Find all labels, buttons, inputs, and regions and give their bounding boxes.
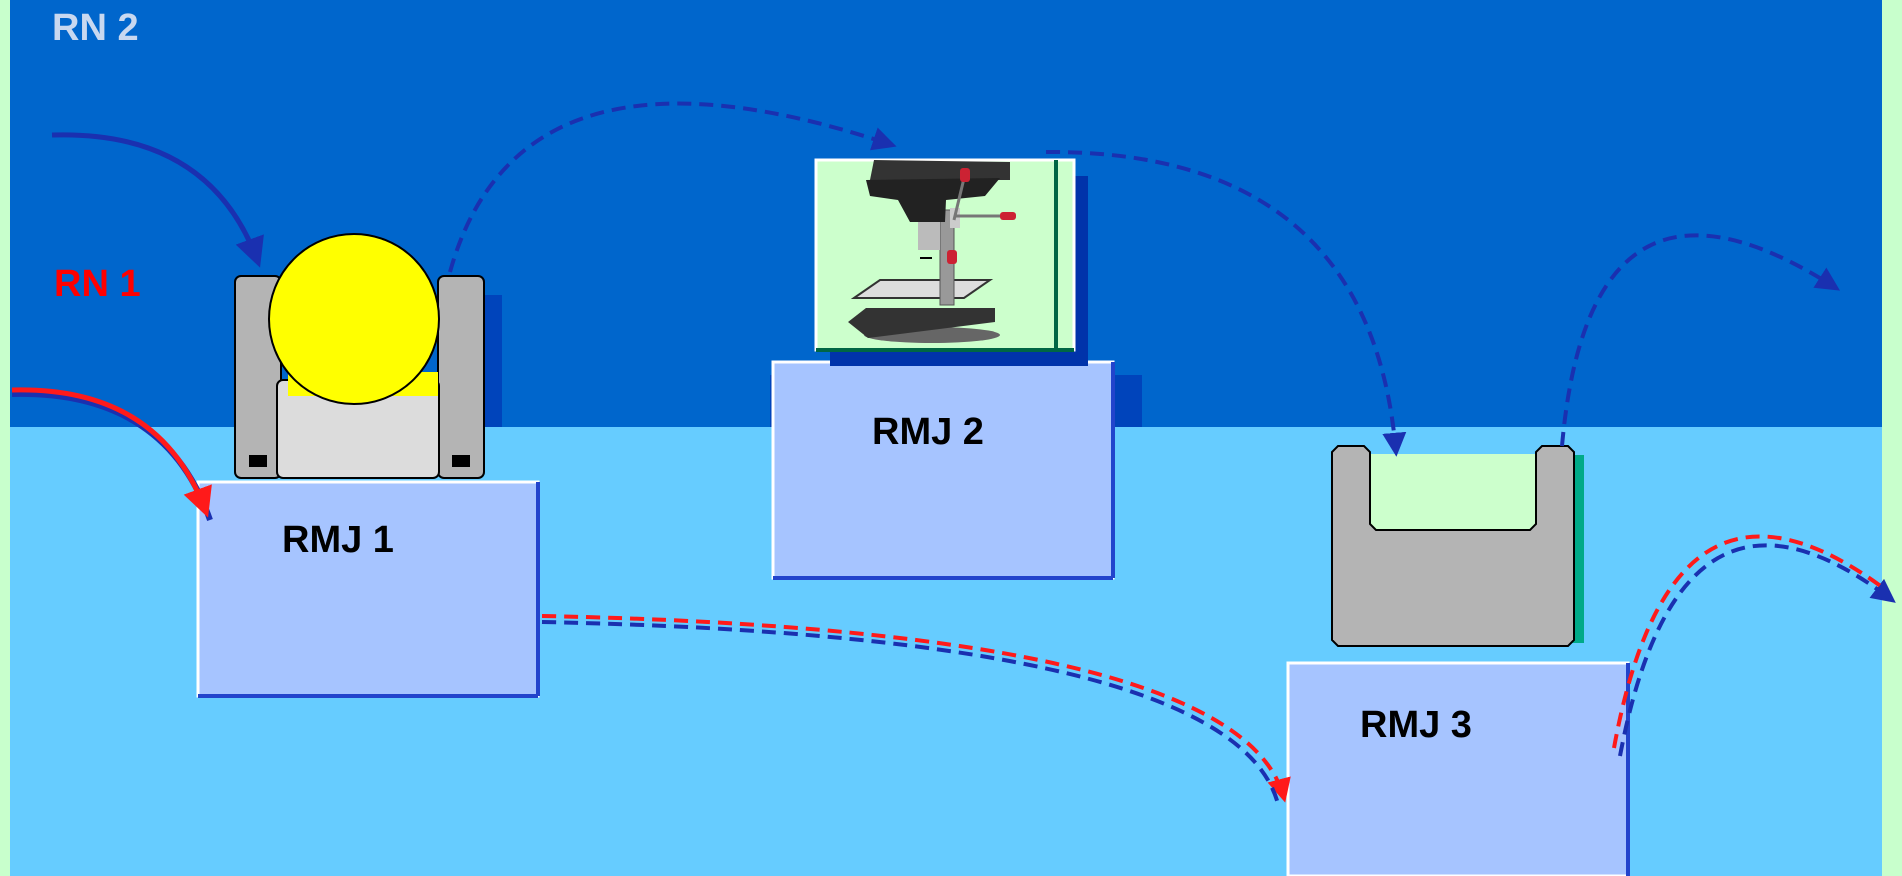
rn1-route-3-exit [1612,534,1888,749]
rn2-route-2-3 [1045,149,1407,457]
lathe-with-yellow-workpiece-icon [234,233,502,479]
rn2-route-3-exit [1560,233,1841,447]
rmj3-label: RMJ 3 [1360,704,1472,746]
rmj1-box [196,480,540,698]
rn1-label: RN 1 [54,263,141,305]
rmj2-box [771,360,1115,580]
rn1-entry-arrow [11,387,212,518]
rn2-label: RN 2 [52,7,139,49]
rn2-route-1-2 [448,101,897,273]
rmj2-label: RMJ 2 [872,411,984,453]
routes [11,101,1896,805]
rn1-route-1-3 [541,614,1291,803]
rn2-entry-arrow [51,132,264,268]
rmj3-box [1286,661,1630,876]
rn1-route-1-3-shadow [541,620,1280,805]
fixture-holder-icon [1331,445,1584,647]
rmj1-label: RMJ 1 [282,519,394,561]
rn1-route-3-exit-shadow [1618,543,1896,757]
drill-press-icon [814,158,1088,366]
